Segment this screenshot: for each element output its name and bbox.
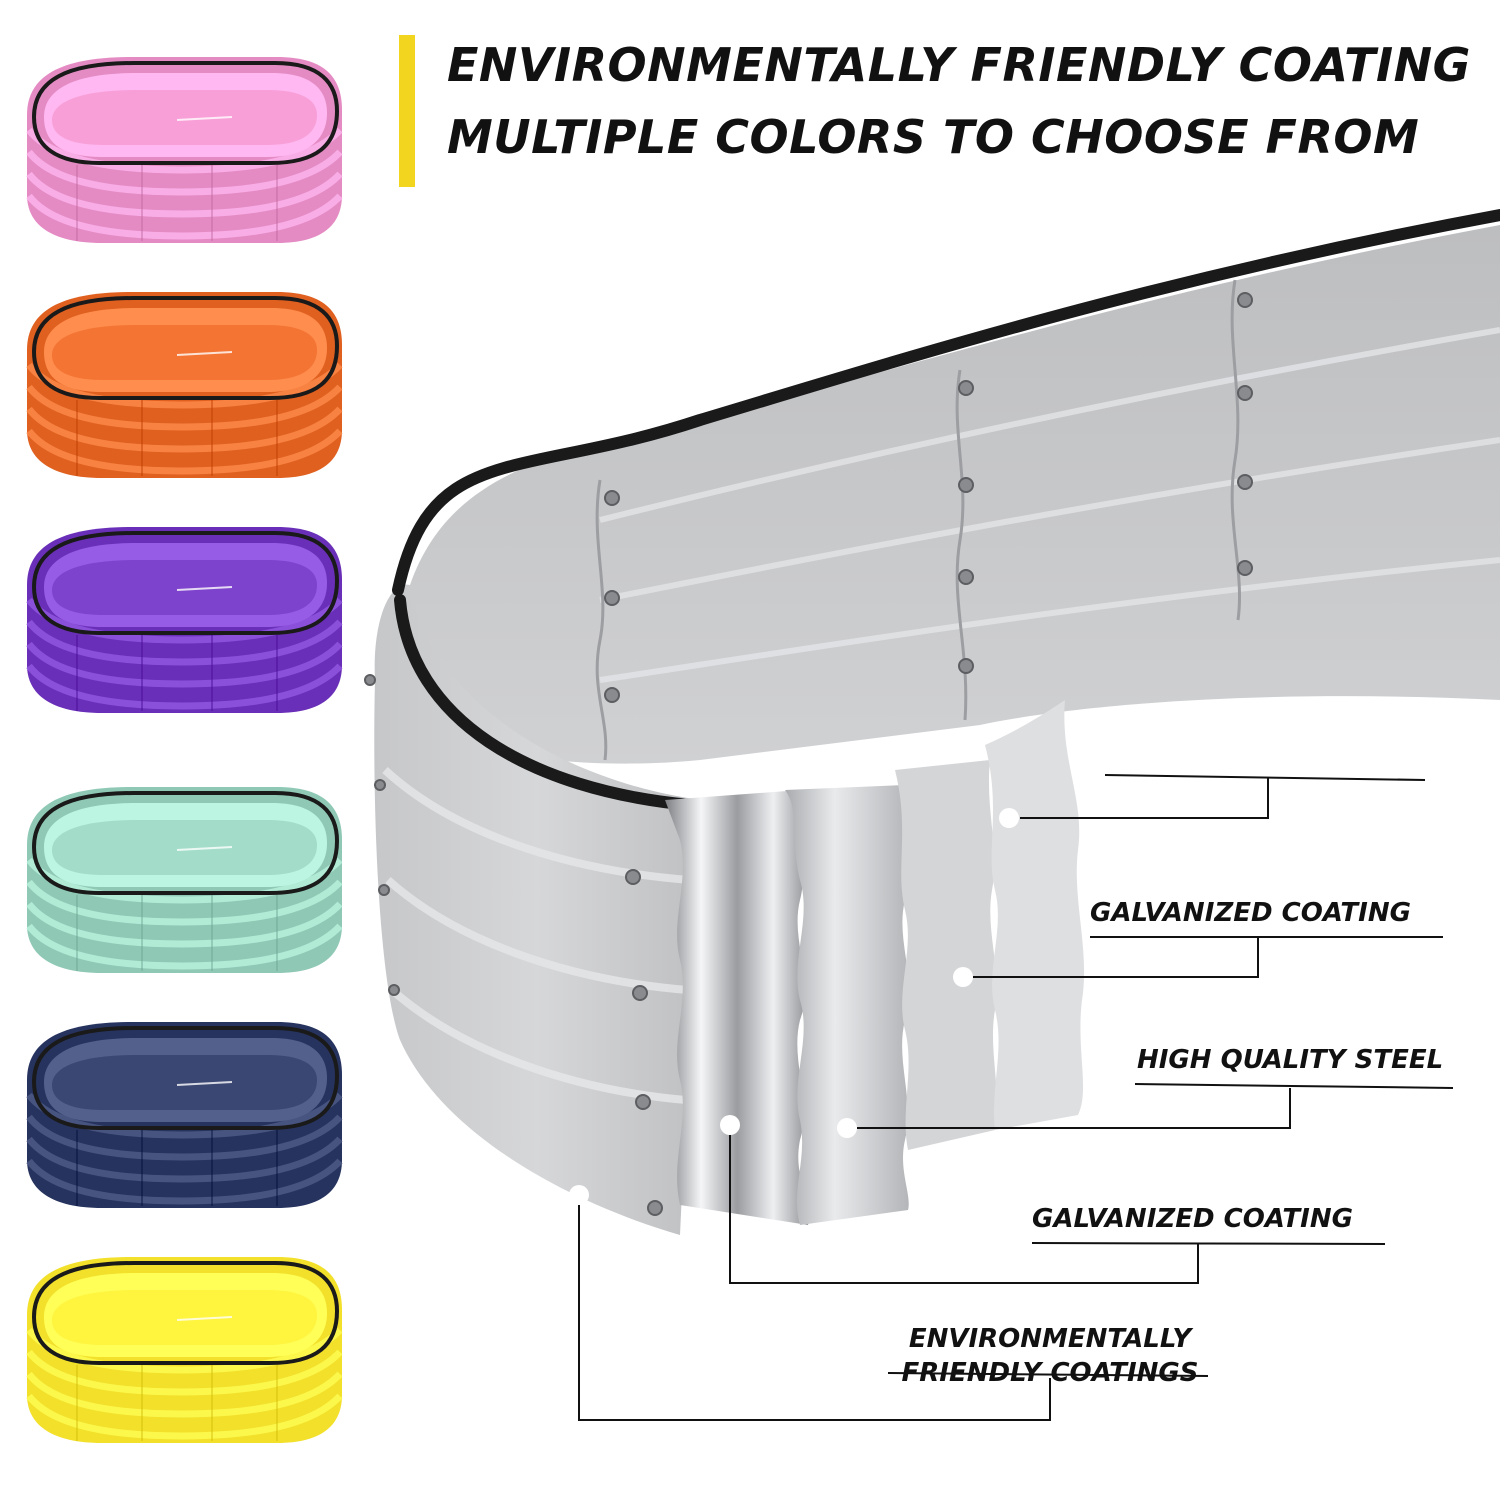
top-rim — [392, 209, 1500, 596]
label-eco-line-2: FRIENDLY COATINGS — [901, 1357, 1199, 1388]
outer-wall — [374, 584, 700, 1235]
label-galvanized-coating-top: GALVANIZED COATING — [1090, 898, 1411, 928]
label-eco-line-1: ENVIRONMENTALLY — [908, 1324, 1192, 1354]
callout-leader-lines — [578, 774, 1454, 1421]
layer-coating — [985, 700, 1085, 1130]
color-option-navy — [26, 1022, 343, 1208]
color-option-sage — [26, 787, 343, 973]
layer-chrome — [665, 790, 810, 1225]
headline-accent-bar — [399, 35, 415, 187]
inner-corrugations — [599, 327, 1500, 683]
color-option-pink — [26, 57, 343, 243]
label-galvanized-coating-bottom: GALVANIZED COATING — [1032, 1204, 1353, 1234]
layer-steel — [785, 785, 910, 1225]
headline-line-2: MULTIPLE COLORS TO CHOOSE FROM — [447, 110, 1420, 164]
label-eco-coatings: ENVIRONMENTALLY FRIENDLY COATINGS — [890, 1323, 1210, 1391]
inner-wall — [410, 225, 1500, 764]
layer-galvanized — [895, 760, 998, 1150]
headline-line-1: ENVIRONMENTALLY FRIENDLY COATING — [447, 38, 1471, 92]
bolts — [604, 292, 1253, 703]
color-option-yellow — [26, 1257, 343, 1443]
label-high-quality-steel: HIGH QUALITY STEEL — [1137, 1045, 1444, 1075]
color-option-orange — [26, 292, 343, 478]
color-option-purple — [26, 527, 343, 713]
